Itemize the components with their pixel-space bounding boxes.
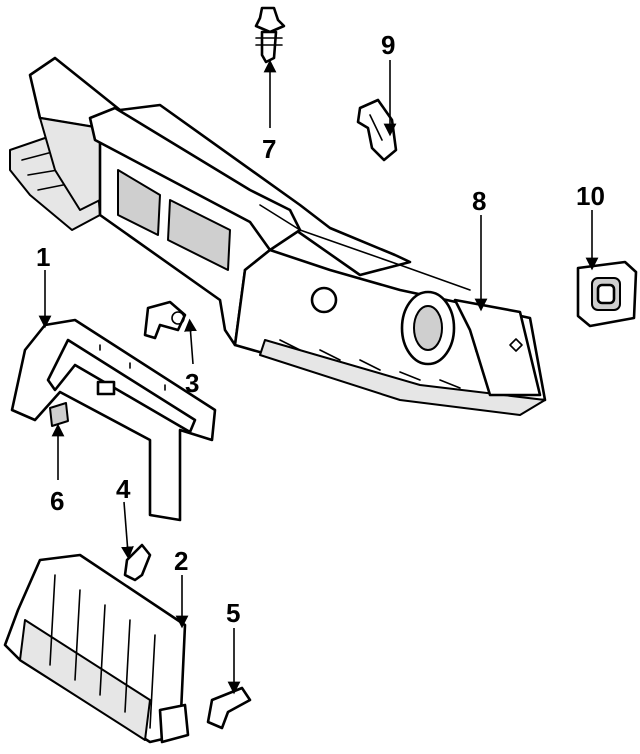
callout-7: 7 [262,134,276,164]
socket-plate-part-10[interactable] [576,260,638,328]
header-panel-part-8[interactable] [9,56,547,416]
callout-6: 6 [50,486,64,516]
callout-9: 9 [381,30,395,60]
callout-10: 10 [576,181,605,211]
callout-5: 5 [226,598,240,628]
callout-8: 8 [472,186,486,216]
callout-2: 2 [174,546,188,576]
grille-frame-part-1[interactable] [10,318,217,522]
grille-part-2[interactable] [3,553,190,744]
emblem-part-6[interactable] [49,402,69,427]
callout-3: 3 [185,368,199,398]
bracket-part-3[interactable] [143,300,187,340]
bracket-part-5[interactable] [206,686,252,730]
callout-4: 4 [116,474,131,504]
bracket-part-9[interactable] [356,98,398,162]
leader-lines [38,59,599,695]
clip-part-4[interactable] [123,543,152,582]
push-retainer-part-7[interactable] [254,6,286,64]
callout-1: 1 [36,242,50,272]
